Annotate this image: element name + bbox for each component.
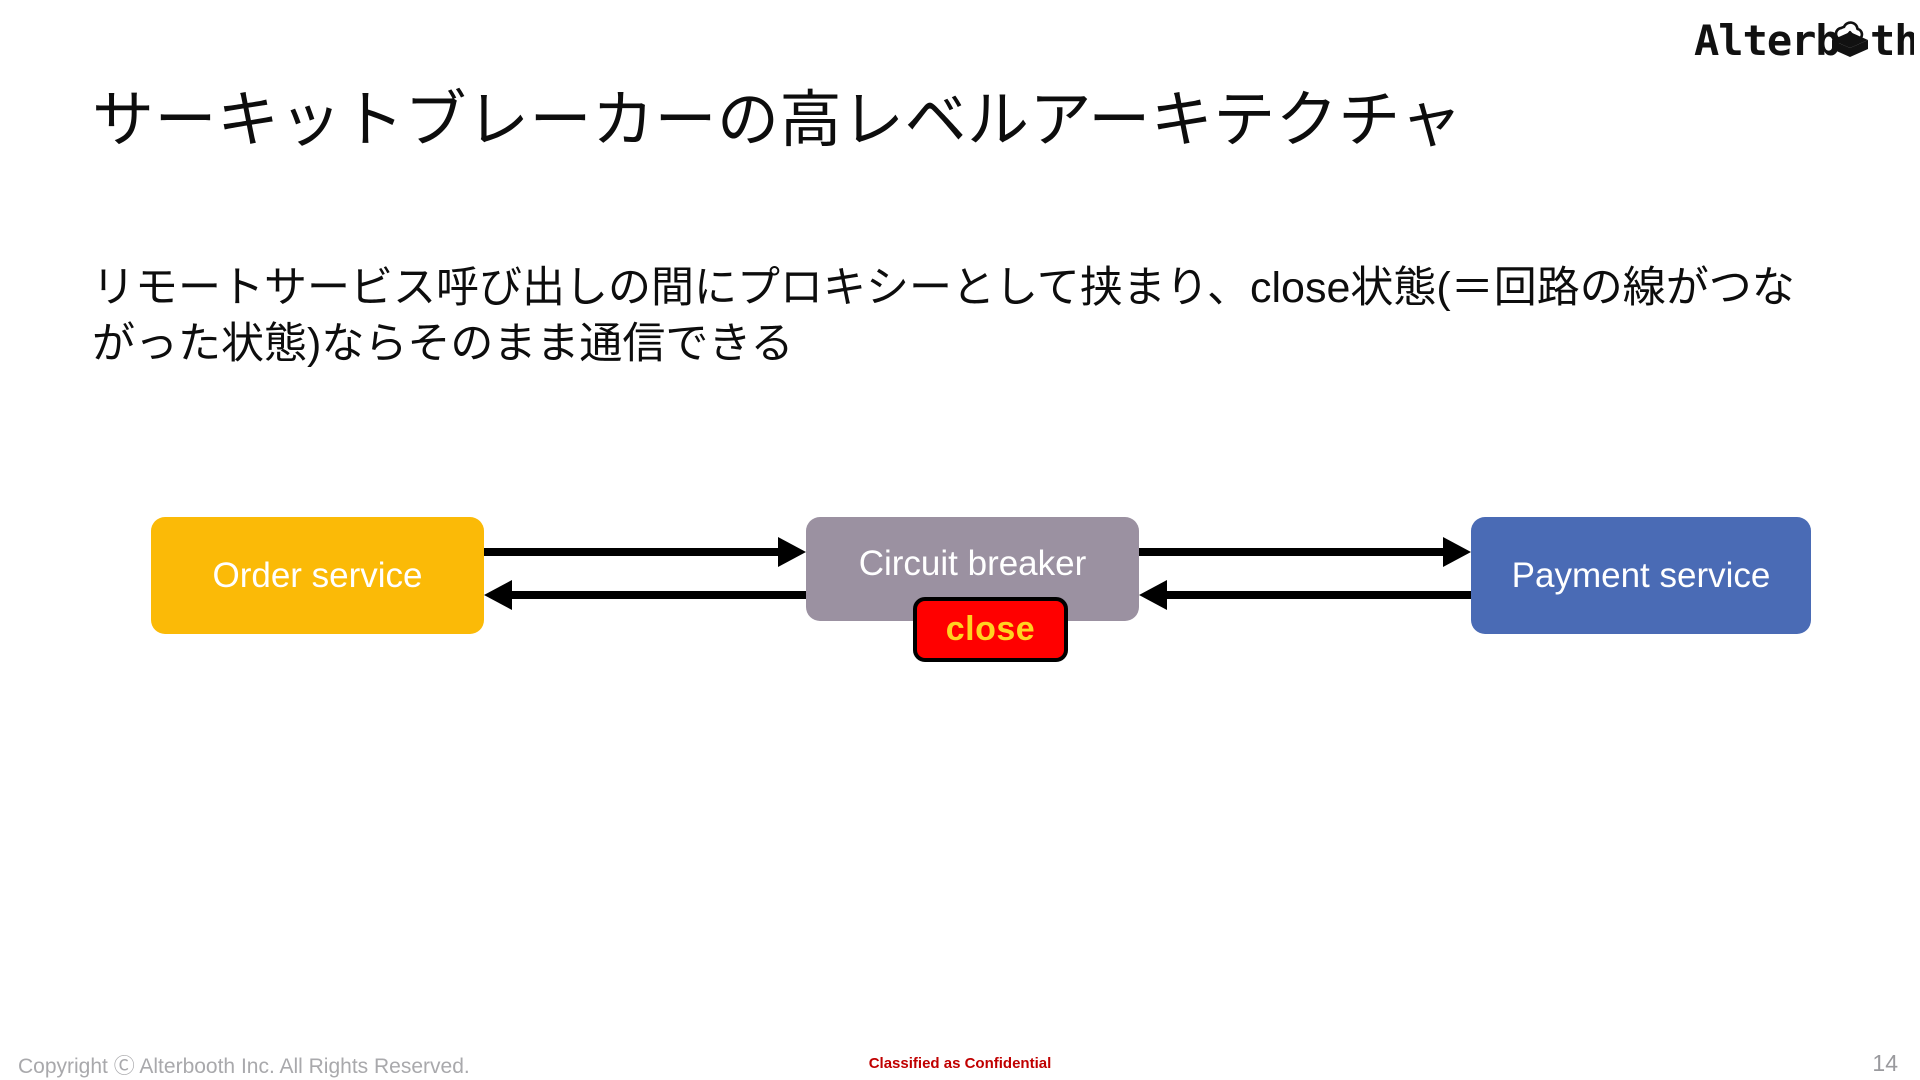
- arrow-breaker-to-payment: [1139, 537, 1471, 567]
- close-state-badge[interactable]: close: [913, 597, 1068, 662]
- node-order-service-label: Order service: [212, 555, 423, 595]
- node-payment-service[interactable]: Payment service: [1471, 517, 1811, 634]
- logo-text-left: Alterb: [1694, 16, 1840, 65]
- slide-title: サーキットブレーカーの高レベルアーキテクチャ: [92, 85, 1463, 155]
- arrow-payment-to-breaker: [1139, 580, 1471, 610]
- footer-page-number: 14: [1872, 1050, 1898, 1076]
- footer-classification-label: Classified as Confidential: [868, 1055, 1052, 1072]
- arrow-breaker-to-order: [484, 580, 806, 610]
- node-order-service[interactable]: Order service: [151, 517, 484, 634]
- footer-copyright: Copyright Ⓒ Alterbooth Inc. All Rights R…: [18, 1055, 470, 1078]
- node-circuit-breaker-label: Circuit breaker: [858, 544, 1087, 583]
- close-state-badge-label: close: [945, 610, 1036, 648]
- arrow-order-to-breaker: [484, 537, 806, 567]
- node-payment-service-label: Payment service: [1511, 555, 1771, 595]
- logo-text-right: th: [1870, 16, 1914, 65]
- cube-cloud-icon: [1832, 21, 1868, 57]
- architecture-diagram: Order service Circuit breaker close Paym…: [0, 500, 1920, 680]
- slide-body-text: リモートサービス呼び出しの間にプロキシーとして挟まり、close状態(＝回路の線…: [92, 264, 1795, 368]
- alterbooth-logo: Alterb th: [1694, 10, 1914, 66]
- alterbooth-logo-mark: Alterb th: [1694, 16, 1914, 65]
